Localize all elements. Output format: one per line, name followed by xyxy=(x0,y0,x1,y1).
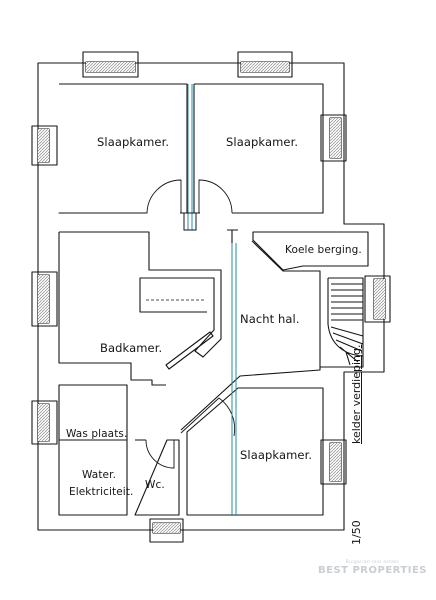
label-utilities-line1: Water. xyxy=(82,469,117,481)
bathroom-lower-wall xyxy=(58,232,166,386)
hall-wall-left xyxy=(227,229,238,243)
label-bathroom: Badkamer. xyxy=(100,341,163,355)
label-night-hall: Nacht hal. xyxy=(240,312,300,326)
door-swing-top-left xyxy=(146,179,182,214)
room-bedroom-bottom-right xyxy=(186,387,324,516)
night-hall-right-wall xyxy=(180,240,321,431)
label-utilities-line2: Elektriciteit. xyxy=(69,486,134,498)
door-swing-top-right xyxy=(198,179,233,214)
outer-wall xyxy=(37,62,385,531)
bathroom-door-leaf xyxy=(165,331,214,370)
duct-block-top xyxy=(183,212,197,231)
room-cold-storage xyxy=(252,231,369,271)
room-wc xyxy=(134,439,180,516)
label-bedroom-top-left: Slaapkamer. xyxy=(97,135,170,149)
label-wc: Wc. xyxy=(145,479,165,491)
room-utilities xyxy=(58,439,128,516)
room-bathroom xyxy=(59,231,222,358)
label-bedroom-bottom-right: Slaapkamer. xyxy=(240,448,313,462)
label-cold-storage: Koele berging. xyxy=(285,244,362,256)
watermark-logo: Bulgarian real estate BEST PROPERTIES xyxy=(318,560,427,576)
watermark-brand: BEST PROPERTIES xyxy=(318,564,427,576)
door-swing-wc xyxy=(145,439,175,469)
watermark-tagline: Bulgarian real estate xyxy=(345,560,400,565)
label-laundry: Was plaats. xyxy=(66,428,128,440)
staircase xyxy=(320,277,364,368)
floor-title: kelder verdieping. xyxy=(350,344,363,444)
label-bedroom-top-right: Slaapkamer. xyxy=(226,135,299,149)
scale-label: 1/50 xyxy=(350,520,363,545)
